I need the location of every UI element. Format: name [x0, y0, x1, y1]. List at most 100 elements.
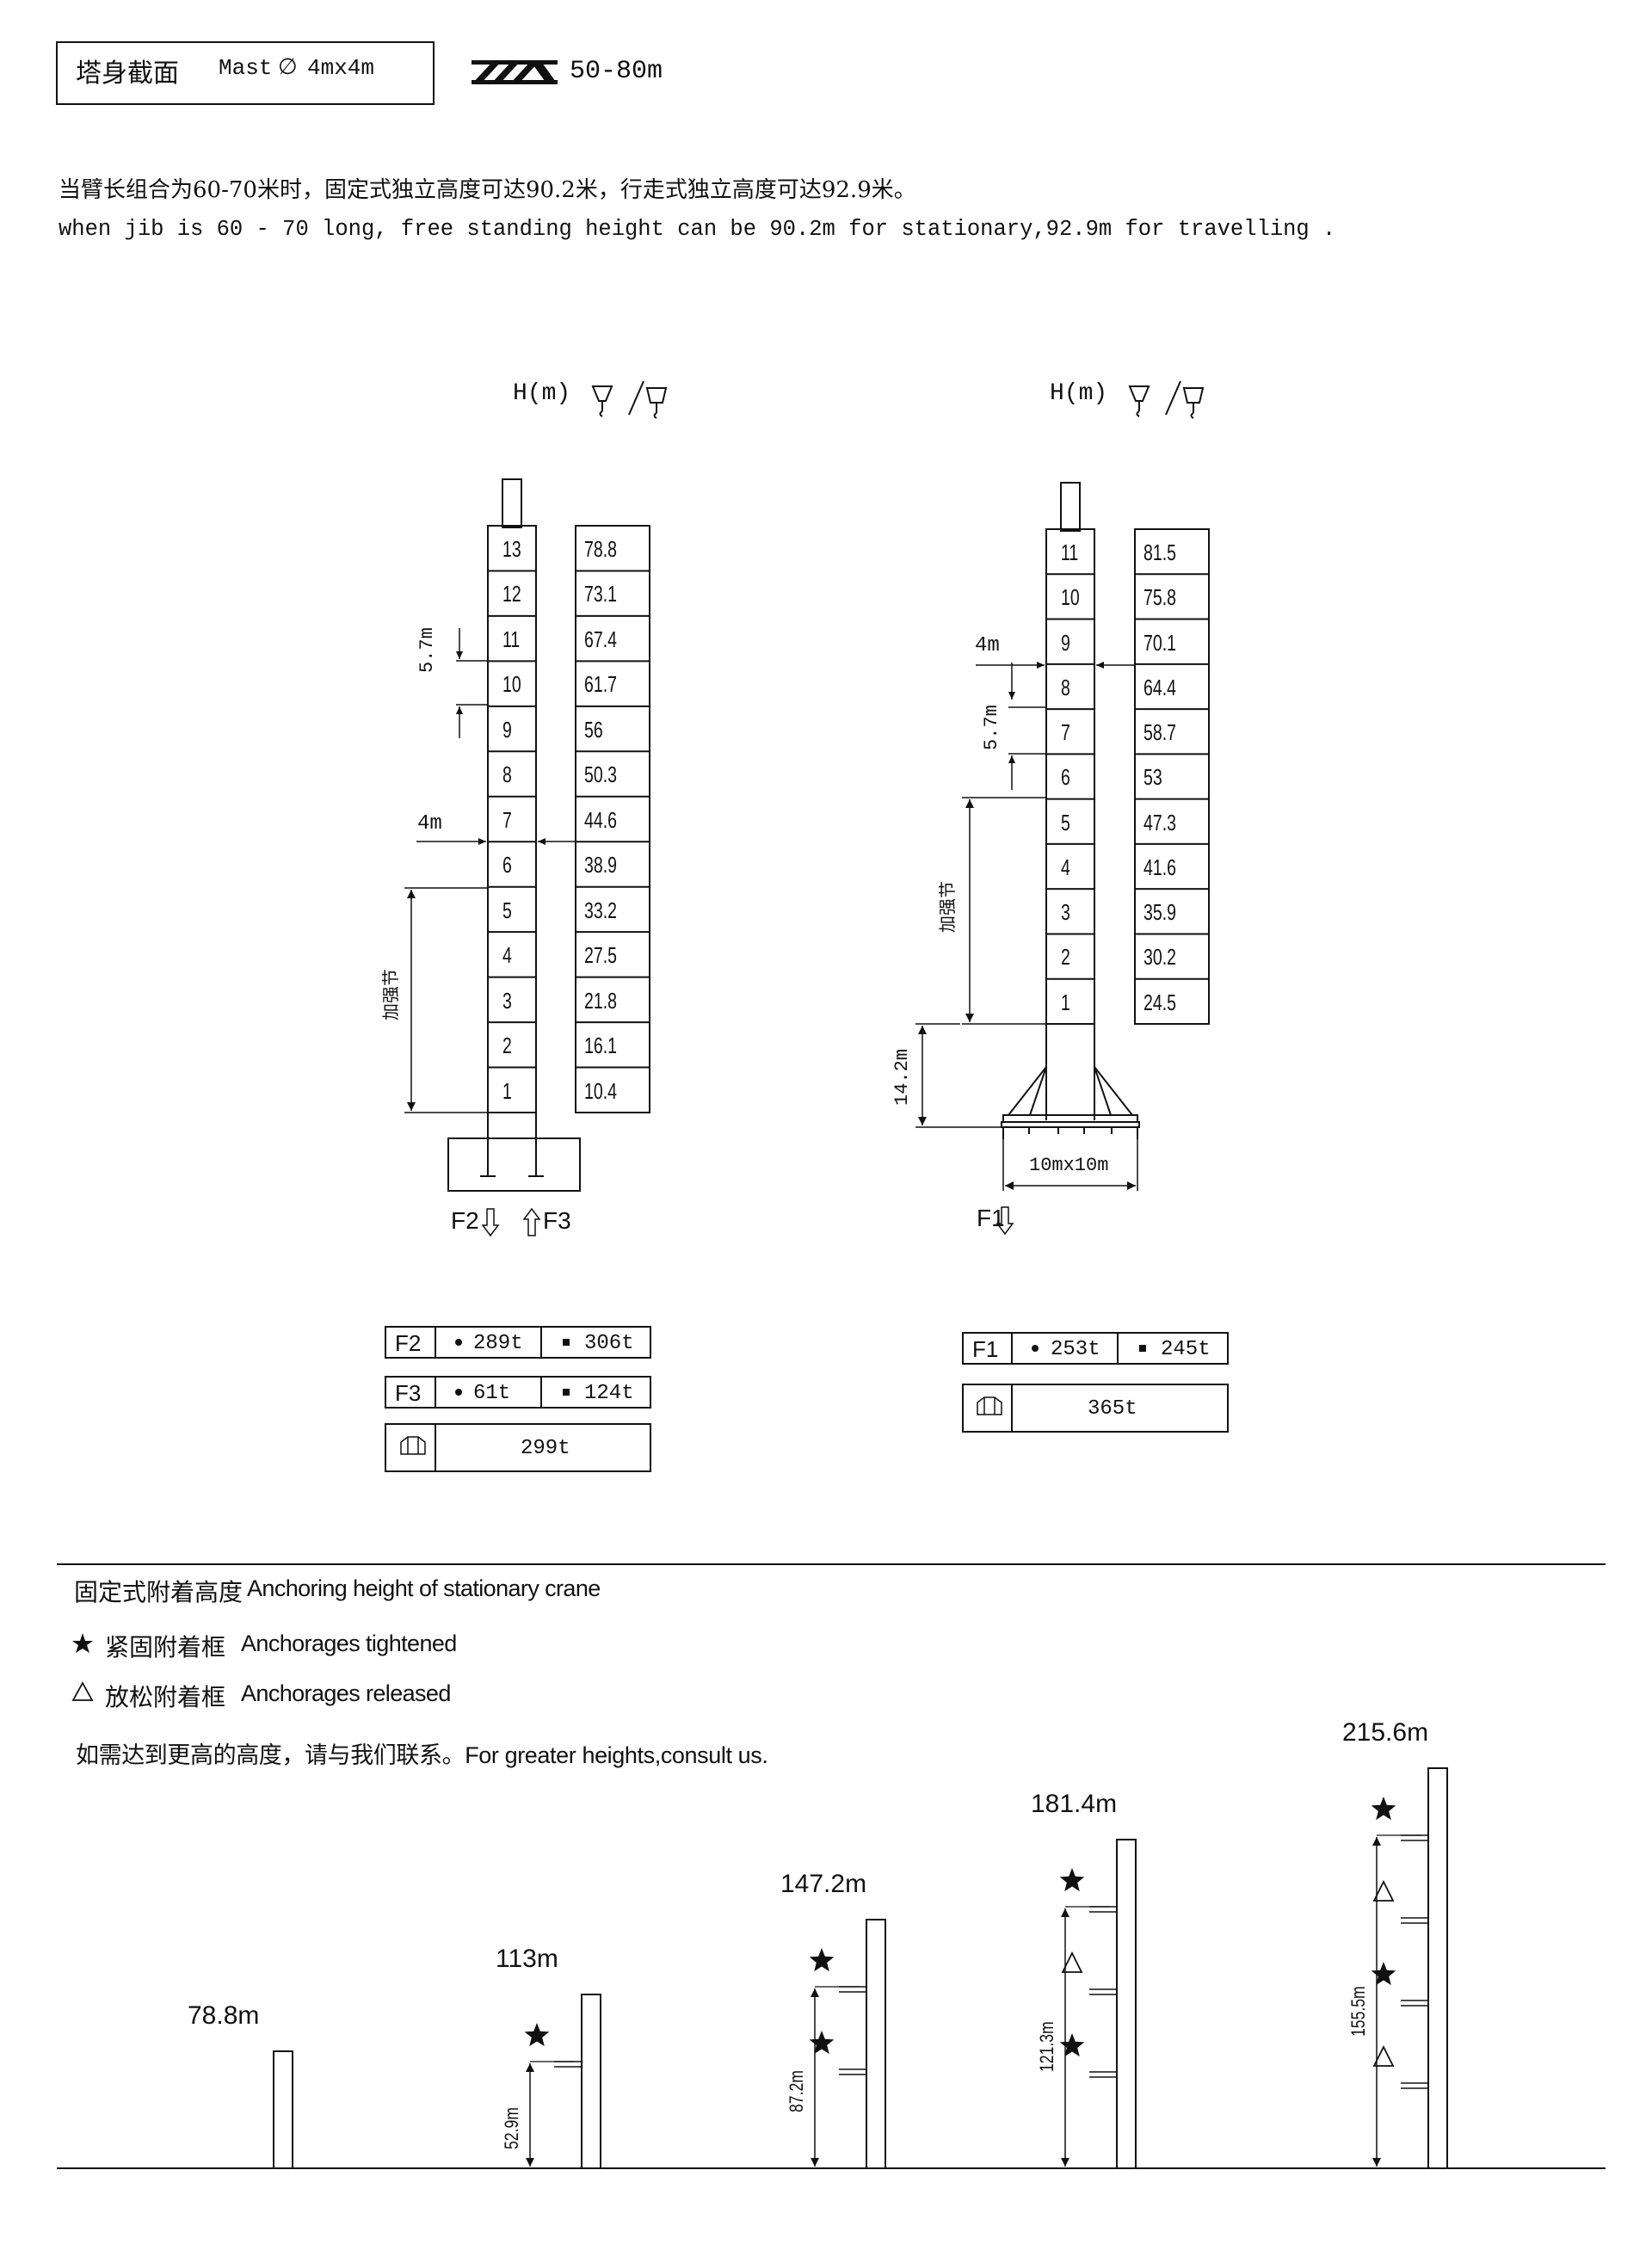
mast-section-number: 10 — [1061, 584, 1080, 611]
height-value: 10.4 — [584, 1077, 617, 1104]
height-value: 16.1 — [584, 1033, 617, 1059]
column-height-label: 181.4m — [1031, 1790, 1118, 1818]
stationary-load-tables — [385, 1326, 651, 1472]
load-f2-b: 306t — [584, 1332, 634, 1355]
mast-section-number: 8 — [502, 761, 512, 788]
mast-section-number: 1 — [502, 1077, 512, 1104]
height-value: 53 — [1143, 764, 1162, 791]
anchoring-columns — [273, 1767, 1448, 2169]
counterweight-icon — [400, 1436, 426, 1455]
mast-size: 4mx4m — [307, 55, 375, 81]
section-label-cn: 塔身截面 — [76, 59, 179, 88]
mast-section-number: 3 — [502, 987, 512, 1014]
mast-section-number: 3 — [1061, 899, 1070, 926]
triangle-icon — [1372, 2044, 1395, 2067]
star-icon — [524, 2023, 550, 2047]
mast-column — [1116, 1839, 1137, 2169]
mast-section-number: 5 — [502, 897, 512, 923]
note-en: when jib is 60 - 70 long, free standing … — [59, 217, 1336, 242]
mast-section-number: 7 — [502, 806, 512, 833]
height-value: 64.4 — [1143, 674, 1176, 700]
ballast-value: 299t — [521, 1437, 570, 1460]
height-value: 50.3 — [584, 761, 617, 788]
legend-released-en: Anchorages released — [241, 1680, 451, 1706]
force-label: F1 — [977, 1205, 1005, 1231]
height-value: 38.9 — [584, 852, 617, 878]
header-box — [56, 41, 435, 105]
hook-icons — [1128, 380, 1205, 419]
legend-released-cn: 放松附着框 — [105, 1684, 226, 1711]
triangle-icon — [71, 1681, 94, 1701]
height-value: 67.4 — [584, 626, 617, 652]
height-value: 30.2 — [1143, 944, 1176, 971]
force-up-arrow — [522, 1207, 541, 1236]
anchor-dim-label: 52.9m — [501, 2107, 522, 2149]
height-value: 44.6 — [584, 806, 617, 833]
dim-section-label: 5.7m — [416, 627, 438, 673]
load-f2-a: 289t — [473, 1332, 523, 1355]
height-value: 35.9 — [1143, 899, 1176, 926]
height-value: 56 — [584, 716, 603, 743]
column-height-label: 215.6m — [1342, 1718, 1429, 1747]
dim-track-label: 10mx10m — [1029, 1155, 1109, 1176]
force-label-left: F2 — [451, 1207, 479, 1234]
counterweight-icon — [977, 1396, 1002, 1415]
height-value: 75.8 — [1143, 584, 1176, 611]
anchor-dim-label: 155.5m — [1347, 1985, 1369, 2037]
column-height-label: 147.2m — [780, 1870, 867, 1898]
travelling-load-tables — [962, 1332, 1229, 1433]
anchor-dim-label: 87.2m — [786, 2069, 807, 2112]
anchoring-title-cn: 固定式附着高度 — [74, 1579, 243, 1606]
reinforced-label: 加强节 — [937, 881, 958, 933]
legend-tightened-en: Anchorages tightened — [241, 1631, 457, 1656]
load-f3-label: F3 — [395, 1380, 422, 1406]
height-axis-label: H(m) — [1050, 380, 1108, 407]
height-axis-label: H(m) — [513, 380, 571, 407]
mast-section-number: 10 — [502, 671, 521, 698]
mast-section-number: 2 — [502, 1033, 512, 1059]
mast-column — [866, 1919, 886, 2169]
stationary-crane — [404, 478, 650, 1237]
legend-tightened-cn: 紧固附着框 — [105, 1634, 226, 1661]
mast-section-number: 6 — [502, 852, 512, 878]
mast-section-number: 13 — [502, 536, 521, 562]
star-icon — [1059, 2033, 1085, 2057]
height-value: 81.5 — [1143, 539, 1176, 565]
dim-cross-label: 4m — [417, 812, 442, 835]
load-f2-label: F2 — [395, 1330, 422, 1356]
load-f1-a: 253t — [1051, 1338, 1100, 1361]
jib-icon — [472, 60, 558, 84]
load-f1-label: F1 — [972, 1336, 999, 1362]
height-value: 58.7 — [1143, 719, 1176, 746]
mast-column — [1427, 1767, 1448, 2169]
mast-label: Mast — [219, 55, 273, 81]
mast-section-number: 4 — [1061, 854, 1070, 880]
height-value: 78.8 — [584, 536, 617, 562]
mast-column — [273, 2050, 293, 2169]
travelling-crane — [915, 482, 1210, 1236]
force-down-arrow — [481, 1208, 500, 1237]
star-icon — [1371, 1797, 1396, 1821]
dim-section-label: 5.7m — [981, 705, 1002, 750]
star-icon — [1371, 1962, 1396, 1986]
mast-section-number: 11 — [1061, 539, 1079, 565]
jib-range: 50-80m — [570, 57, 663, 86]
mast-section-number: 2 — [1061, 944, 1070, 971]
mast-section-number: 9 — [502, 716, 512, 743]
mast-section-number: 7 — [1061, 719, 1070, 746]
mast-section-number: 12 — [502, 581, 521, 607]
height-value: 73.1 — [584, 581, 617, 607]
note-cn: 当臂长组合为60-70米时，固定式独立高度可达90.2米，行走式独立高度可达92… — [59, 177, 916, 203]
hook-icons — [591, 380, 668, 419]
height-value: 70.1 — [1143, 629, 1176, 656]
ballast-value: 365t — [1088, 1397, 1137, 1421]
mast-column — [581, 1994, 601, 2169]
star-icon — [1059, 1868, 1085, 1892]
triangle-icon — [1372, 1879, 1395, 1902]
mast-section-number: 8 — [1061, 674, 1070, 700]
triangle-icon — [1061, 1951, 1083, 1973]
mast-section-number: 4 — [502, 942, 512, 969]
mast-section-number: 6 — [1061, 764, 1070, 791]
